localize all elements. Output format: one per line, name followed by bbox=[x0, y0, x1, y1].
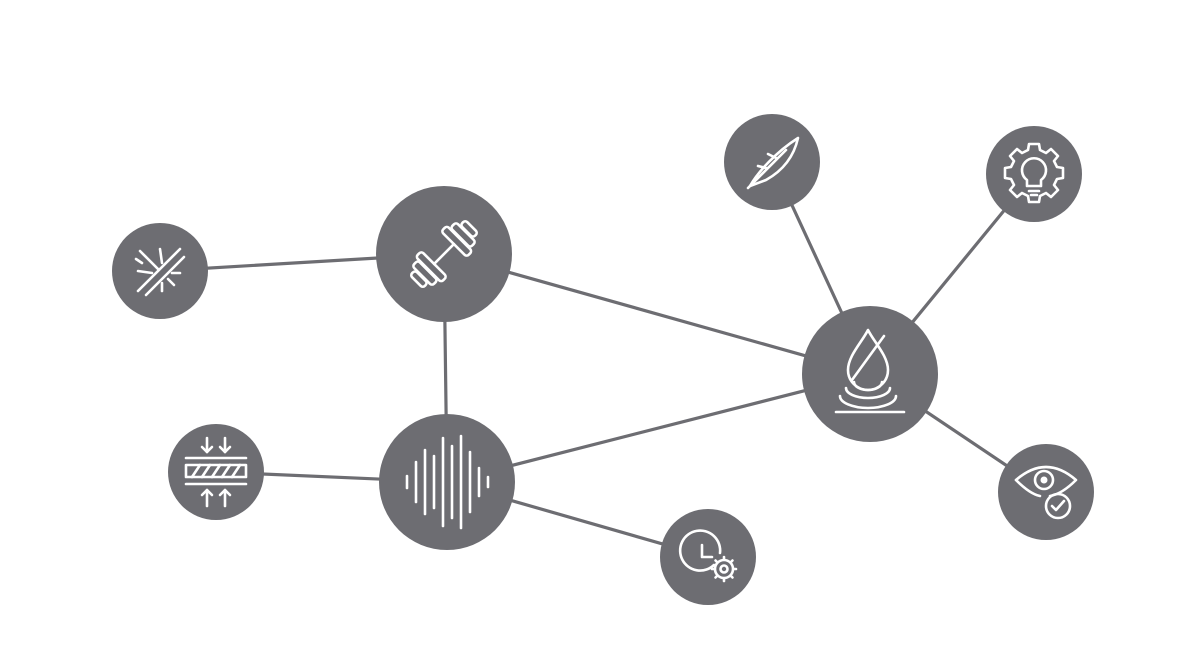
lightbulb-gear-icon bbox=[1003, 142, 1065, 204]
eye-check-icon bbox=[1014, 465, 1078, 520]
sound-wave-icon bbox=[405, 434, 490, 530]
waterproof-drop-icon bbox=[834, 328, 906, 414]
feather-icon bbox=[746, 136, 800, 190]
node-vibration bbox=[379, 414, 515, 550]
compression-icon bbox=[184, 436, 248, 508]
node-impact bbox=[112, 223, 208, 319]
clock-gear-icon bbox=[678, 529, 738, 583]
impact-resistance-icon bbox=[134, 247, 186, 297]
node-lightweight bbox=[724, 114, 820, 210]
node-waterproof bbox=[802, 306, 938, 442]
node-visual bbox=[998, 444, 1094, 540]
edge-vibration-waterproof bbox=[445, 372, 872, 484]
node-time bbox=[660, 509, 756, 605]
edge-strength-waterproof bbox=[442, 252, 872, 376]
dumbbell-icon bbox=[410, 220, 478, 288]
node-compression bbox=[168, 424, 264, 520]
node-innovation bbox=[986, 126, 1082, 222]
node-strength bbox=[376, 186, 512, 322]
